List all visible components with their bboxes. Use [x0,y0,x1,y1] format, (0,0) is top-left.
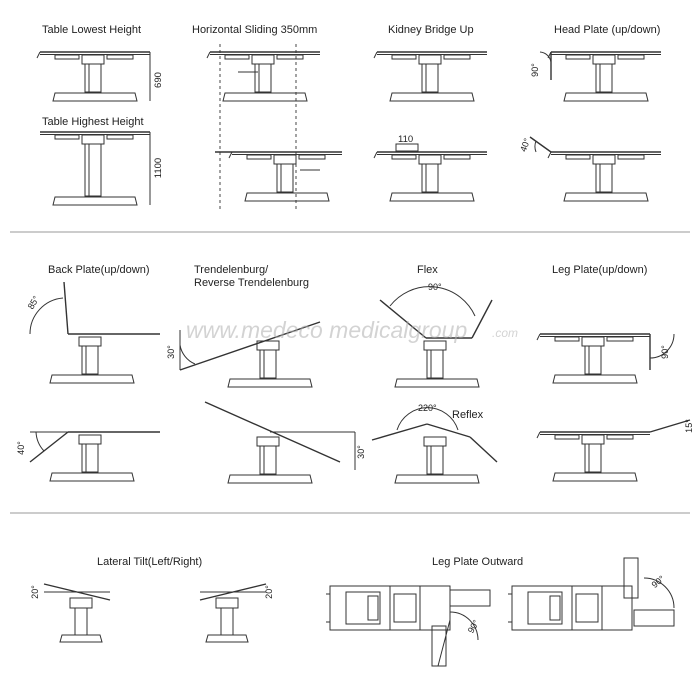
angle-out-right: 90° [466,618,482,635]
angle-reflex: 220° [418,403,437,413]
sliding-drawing-bottom [215,151,343,202]
table-highest-drawing [39,131,151,206]
leg-outward-drawing-right [507,557,675,631]
table-lowest-drawing [36,51,151,102]
reflex-drawing [371,407,498,484]
back-plate-drawing-down [29,431,160,482]
title-leg-plate-outward: Leg Plate Outward [432,556,523,568]
angle-lat-right: 20° [264,585,274,599]
title-horizontal-sliding: Horizontal Sliding 350mm [192,24,317,36]
title-table-lowest-height: Table Lowest Height [42,24,141,36]
title-flex: Flex [417,264,438,276]
angle-out-top: 90° [650,573,667,590]
leg-plate-drawing-up [536,419,691,482]
leg-plate-drawing-down [536,333,675,384]
dim-kidney-label: 110 [398,134,413,145]
title-table-highest-height: Table Highest Height [42,116,144,128]
label-reflex: Reflex [452,409,484,421]
sliding-drawing-top [206,44,321,210]
kidney-drawing-bottom [373,143,488,202]
title-trendelenburg: Trendelenburg/ [194,264,269,276]
dim-high-label: 1100 [153,158,164,178]
title-reverse-trendelenburg: Reverse Trendelenburg [194,277,309,289]
angle-leg-down: 90° [660,345,670,359]
title-leg-plate: Leg Plate(up/down) [552,264,647,276]
angle-leg-up: 15° [684,419,694,433]
title-head-plate: Head Plate (up/down) [554,24,660,36]
back-plate-drawing-up [29,281,160,384]
reverse-trendelenburg-drawing [204,401,356,484]
title-kidney-bridge: Kidney Bridge Up [388,24,474,36]
title-lateral-tilt: Lateral Tilt(Left/Right) [97,556,202,568]
angle-trend: 30° [166,345,176,359]
trendelenburg-drawing [179,321,321,388]
leg-outward-drawing-left [325,585,491,667]
dim-low-label: 690 [153,72,164,88]
head-plate-drawing-down [539,51,662,102]
angle-back-up: 85° [26,294,42,311]
angle-flex: 90° [428,282,442,292]
lateral-tilt-right-drawing [199,583,267,643]
title-back-plate: Back Plate(up/down) [48,264,150,276]
angle-head-down: 90° [530,63,540,77]
kidney-drawing-top [373,51,488,102]
angle-lat-left: 20° [30,585,40,599]
angle-head-up: 40° [518,136,532,153]
flex-drawing [379,286,493,388]
watermark-text: www.medeco medicalgroup [186,317,467,343]
angle-back-down: 40° [16,441,26,455]
angle-rtrend: 30° [356,445,366,459]
watermark-suffix: .com [492,326,518,340]
lateral-tilt-left-drawing [43,583,111,643]
head-plate-drawing-up [529,136,662,202]
